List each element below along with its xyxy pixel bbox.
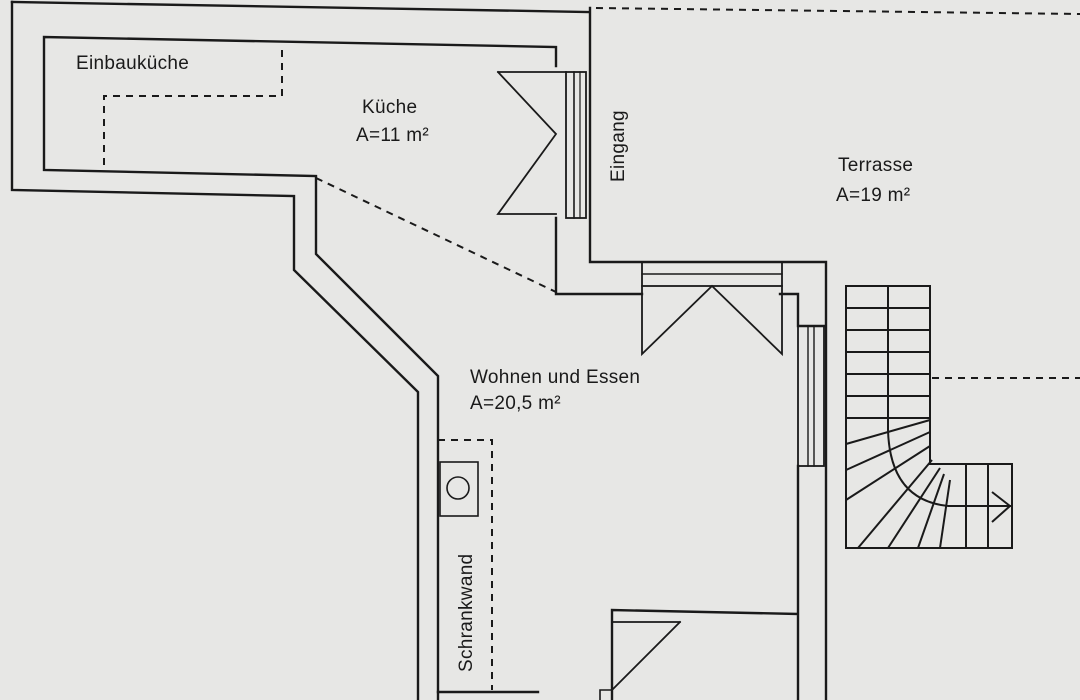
lower-door	[610, 620, 682, 692]
terrace-door-swing	[641, 284, 783, 357]
kitchen-diagonal	[315, 177, 557, 293]
outer-wall	[10, 0, 828, 700]
einbaukueche-outline	[103, 50, 283, 170]
label-kueche-area: A=11 m²	[356, 125, 430, 146]
label-schrankwand: Schrankwand	[456, 553, 477, 672]
label-einbaukueche: Einbauküche	[76, 53, 190, 74]
label-wohnen-area: A=20,5 m²	[470, 393, 561, 414]
inner-wall	[42, 35, 826, 700]
entrance-door	[496, 70, 567, 215]
kitchen-window	[565, 71, 587, 219]
outer-wall-top	[10, 0, 590, 14]
label-eingang: Eingang	[608, 110, 629, 182]
right-window	[797, 325, 825, 467]
terrace-top-line	[595, 7, 1080, 15]
stove-block	[439, 461, 479, 517]
sink-circle	[446, 476, 470, 500]
staircase	[845, 285, 1013, 549]
label-kueche-name: Küche	[362, 97, 418, 118]
schrankwand-outline	[438, 439, 493, 690]
label-terrasse-name: Terrasse	[838, 155, 914, 176]
label-terrasse-area: A=19 m²	[836, 185, 911, 206]
label-wohnen-name: Wohnen und Essen	[470, 367, 641, 388]
